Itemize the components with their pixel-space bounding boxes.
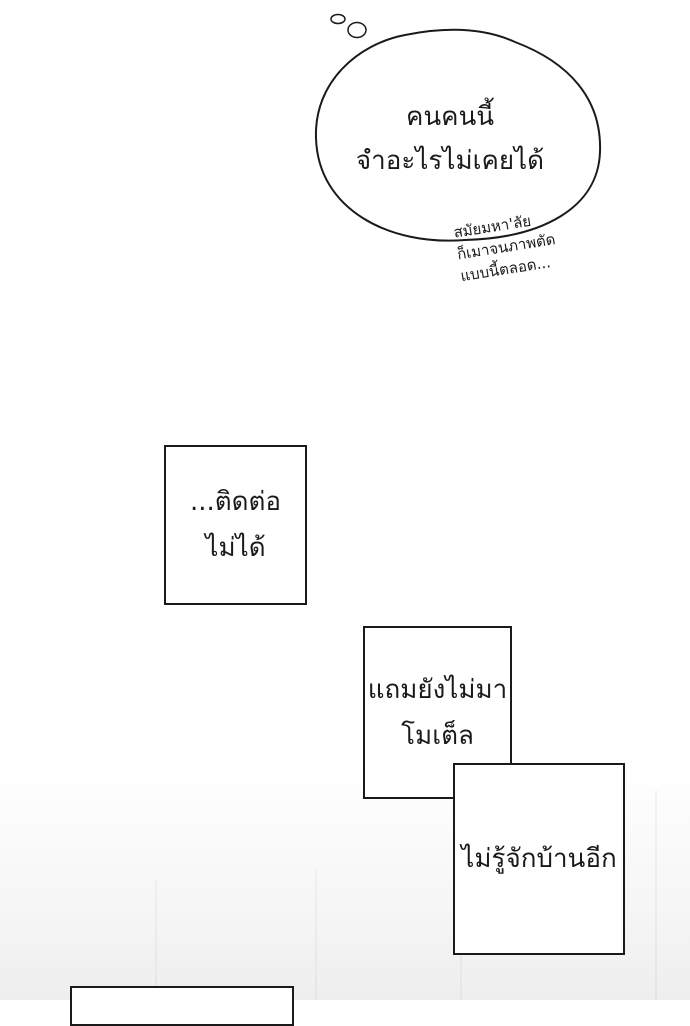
background-stripe [460, 950, 462, 1000]
background-stripe [315, 870, 317, 1000]
caption-line: ...ติดต่อ [189, 487, 282, 517]
caption-box: ไม่รู้จักบ้านอีก [453, 763, 625, 955]
thought-bubble-tail-small [330, 13, 346, 25]
caption-line: ไม่ได้ [205, 533, 266, 563]
caption-line: แถมยังไม่มา [367, 674, 508, 705]
thought-bubble-outline [314, 28, 602, 242]
background-stripe [155, 880, 157, 1000]
caption-box: ...ติดต่อ ไม่ได้ [164, 445, 307, 605]
caption-box: แถมยังไม่มา โมเต็ล [363, 626, 512, 799]
background-stripe [655, 790, 657, 1000]
thought-bubble-tail-large [347, 21, 367, 39]
thought-bubble [314, 13, 602, 242]
thought-line: คนคนนี้ [405, 102, 495, 132]
thought-line: จำอะไรไม่เคยได้ [355, 146, 545, 176]
caption-line: โมเต็ล [401, 720, 474, 751]
thought-bubble-text: คนคนนี้ จำอะไรไม่เคยได้ [335, 95, 565, 183]
caption-line: ไม่รู้จักบ้านอีก [461, 844, 617, 874]
caption-box [70, 986, 294, 1026]
